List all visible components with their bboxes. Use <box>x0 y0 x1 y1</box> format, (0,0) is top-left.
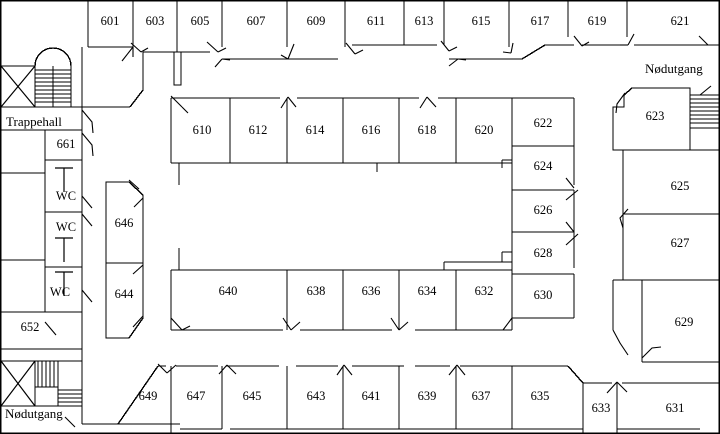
room-label-645: 645 <box>243 389 262 403</box>
room-label-612: 612 <box>249 123 268 137</box>
room-label-603: 603 <box>146 14 165 28</box>
room-label-661: 661 <box>57 137 76 151</box>
room-label-611: 611 <box>367 14 385 28</box>
room-label-644: 644 <box>115 287 135 301</box>
room-label-629: 629 <box>675 315 694 329</box>
room-label-627: 627 <box>671 236 690 250</box>
room-label-614: 614 <box>306 123 326 137</box>
room-label-624: 624 <box>534 159 554 173</box>
right-column-rooms <box>612 85 720 363</box>
room-label-618: 618 <box>418 123 437 137</box>
room-label-647: 647 <box>187 389 206 403</box>
top-row-walls <box>87 1 719 86</box>
room-label-623: 623 <box>646 109 665 123</box>
room-label-635: 635 <box>531 389 550 403</box>
room-label-641: 641 <box>362 389 381 403</box>
core-labels: 610 612 614 616 618 620 622 624 626 628 … <box>193 116 554 302</box>
room-label-646: 646 <box>115 216 134 230</box>
label-nodutgang-bottom-left: Nødutgang <box>5 406 63 421</box>
stair-treads-bottom-horizontal <box>58 389 82 403</box>
bottom-row-door-swings <box>157 363 628 394</box>
room-label-639: 639 <box>418 389 437 403</box>
room-label-616: 616 <box>362 123 381 137</box>
room-label-615: 615 <box>472 14 491 28</box>
room-label-626: 626 <box>534 203 553 217</box>
room-label-636: 636 <box>362 284 381 298</box>
room-label-632: 632 <box>475 284 494 298</box>
room-label-637: 637 <box>472 389 491 403</box>
room-label-605: 605 <box>191 14 210 28</box>
room-label-631: 631 <box>666 401 685 415</box>
top-row-labels: 601 603 605 607 609 611 613 615 617 619 … <box>101 14 690 28</box>
room-label-633: 633 <box>592 401 611 415</box>
stair-treads-top <box>35 66 71 107</box>
room-label-628: 628 <box>534 246 553 260</box>
stair-treads-right <box>690 98 719 124</box>
central-core <box>170 95 579 331</box>
label-trappehall: Trappehall <box>6 114 62 129</box>
room-label-601: 601 <box>101 14 120 28</box>
room-label-607: 607 <box>247 14 266 28</box>
room-label-652: 652 <box>21 320 40 334</box>
room-label-649: 649 <box>139 389 158 403</box>
room-label-638: 638 <box>307 284 326 298</box>
label-wc-3: WC <box>50 285 70 299</box>
room-label-643: 643 <box>307 389 326 403</box>
label-wc-1: WC <box>56 189 76 203</box>
room-label-621: 621 <box>671 14 690 28</box>
label-nodutgang-top-right: Nødutgang <box>645 61 703 76</box>
room-label-619: 619 <box>588 14 607 28</box>
room-label-617: 617 <box>531 14 550 28</box>
bottom-row-walls <box>82 365 719 433</box>
room-label-634: 634 <box>418 284 438 298</box>
room-label-622: 622 <box>534 116 553 130</box>
right-column-labels: 623 625 627 629 <box>646 109 694 329</box>
wc-block <box>1 160 93 350</box>
top-row-door-swings <box>121 33 709 68</box>
room-label-613: 613 <box>415 14 434 28</box>
room-label-609: 609 <box>307 14 326 28</box>
trappehall-stairwell <box>0 47 144 161</box>
room-label-620: 620 <box>475 123 494 137</box>
bottom-row-labels: 649 647 645 643 641 639 637 635 633 631 <box>139 389 685 415</box>
room-label-610: 610 <box>193 123 212 137</box>
stair-treads-bottom-vertical <box>37 361 55 387</box>
rooms-644-646 <box>105 179 144 339</box>
room-label-640: 640 <box>219 284 238 298</box>
room-label-630: 630 <box>534 288 553 302</box>
room-label-625: 625 <box>671 179 690 193</box>
label-wc-2: WC <box>56 220 76 234</box>
